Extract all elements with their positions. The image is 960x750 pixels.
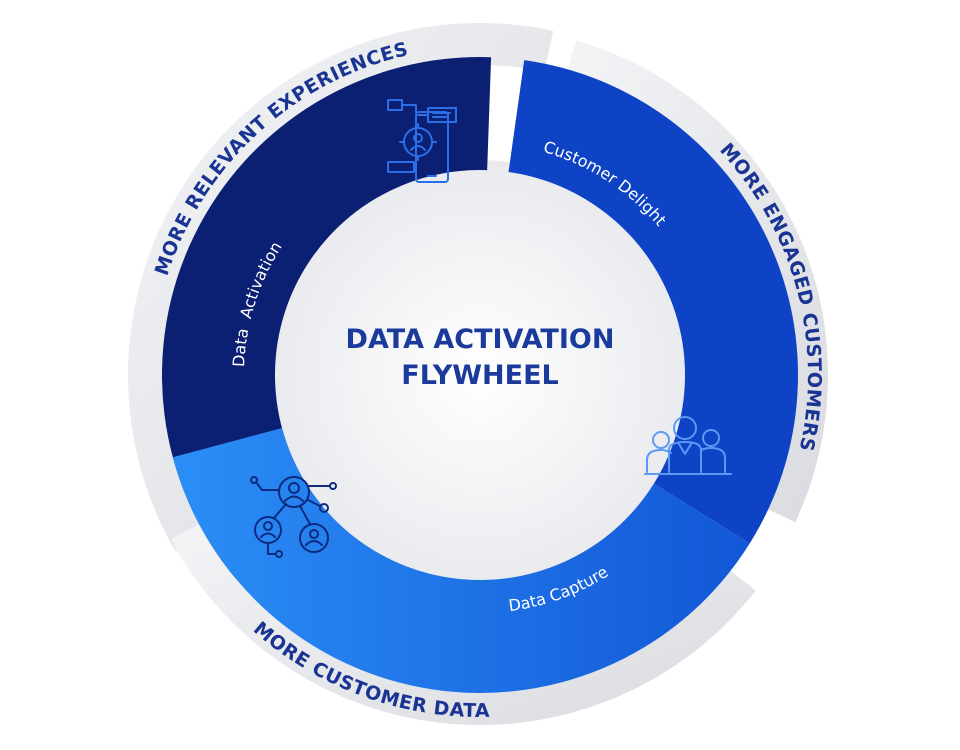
title-line-1: DATA ACTIVATION [346, 324, 615, 355]
band-engaged [565, 40, 828, 523]
segment-data-capture [172, 428, 750, 693]
segment-customer-delight [508, 60, 798, 544]
user-network-icon [250, 476, 337, 558]
band-relevant [127, 22, 554, 552]
targeting-screen-icon [387, 99, 457, 183]
title-line-2: FLYWHEEL [401, 360, 558, 391]
band-customer-data [170, 520, 756, 725]
center-disc [265, 160, 695, 590]
people-group-icon [644, 416, 732, 475]
